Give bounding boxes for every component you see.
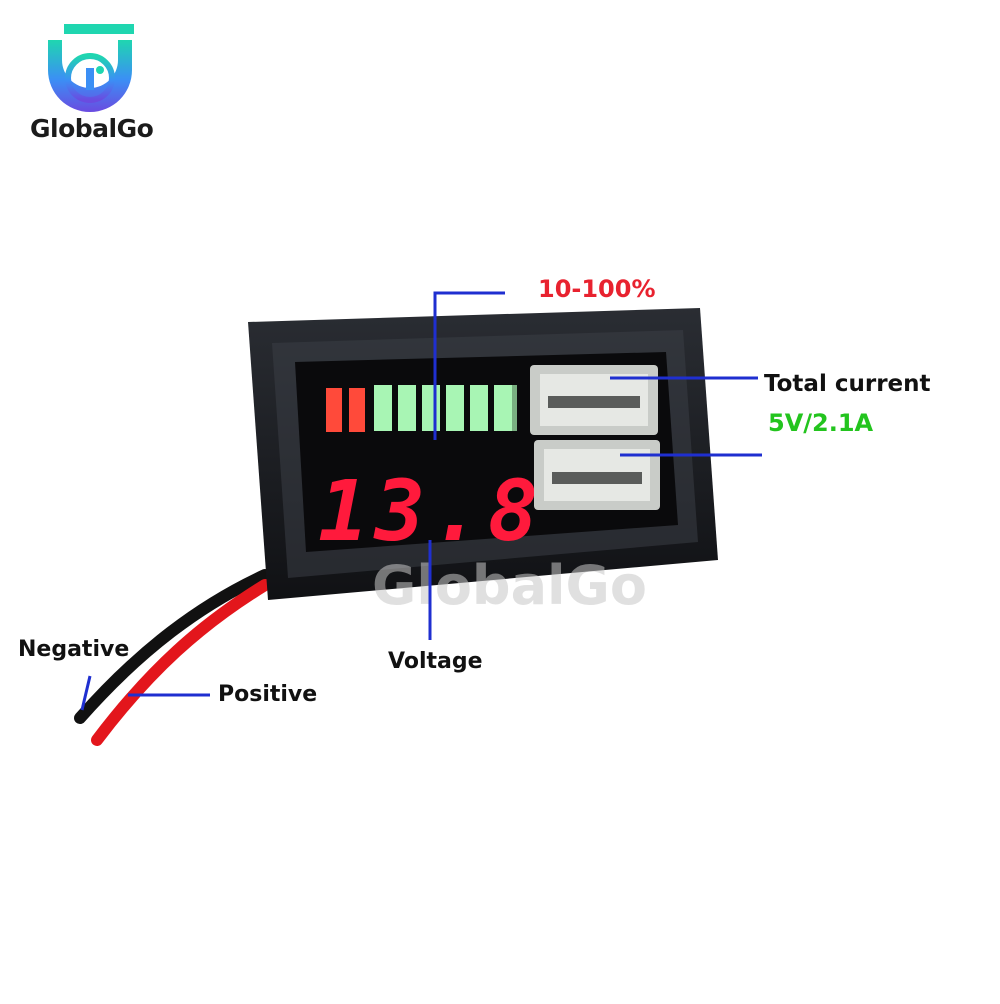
led-segment xyxy=(470,385,488,431)
battery-level-bar xyxy=(326,385,517,432)
wire-black xyxy=(74,569,271,724)
label-positive: Positive xyxy=(218,682,318,707)
label-range: 10-100% xyxy=(538,275,656,303)
label-negative: Negative xyxy=(18,637,130,662)
brand-name: GlobalGo xyxy=(30,114,154,143)
led-segment xyxy=(507,385,517,431)
label-voltage: Voltage xyxy=(388,649,483,674)
callout-line-range xyxy=(433,291,505,440)
led-segment xyxy=(326,388,342,432)
led-segment xyxy=(422,385,440,431)
led-segment xyxy=(398,385,416,431)
voltage-readout: 13.8 xyxy=(318,462,544,560)
usb-port-top xyxy=(530,365,658,435)
callout-line-negative xyxy=(80,675,92,711)
led-segment xyxy=(374,385,392,431)
wire-red xyxy=(91,579,271,746)
voltage-digits: 13.8 xyxy=(318,462,544,560)
callout-lines xyxy=(80,291,762,711)
led-segment xyxy=(446,385,464,431)
usb-port-bottom xyxy=(534,440,660,510)
label-total-current: Total current xyxy=(764,371,931,397)
led-segment xyxy=(349,388,365,432)
watermark: GlobalGo xyxy=(372,554,647,617)
brand-logo-icon xyxy=(48,24,134,112)
label-output-spec: 5V/2.1A xyxy=(768,409,874,437)
